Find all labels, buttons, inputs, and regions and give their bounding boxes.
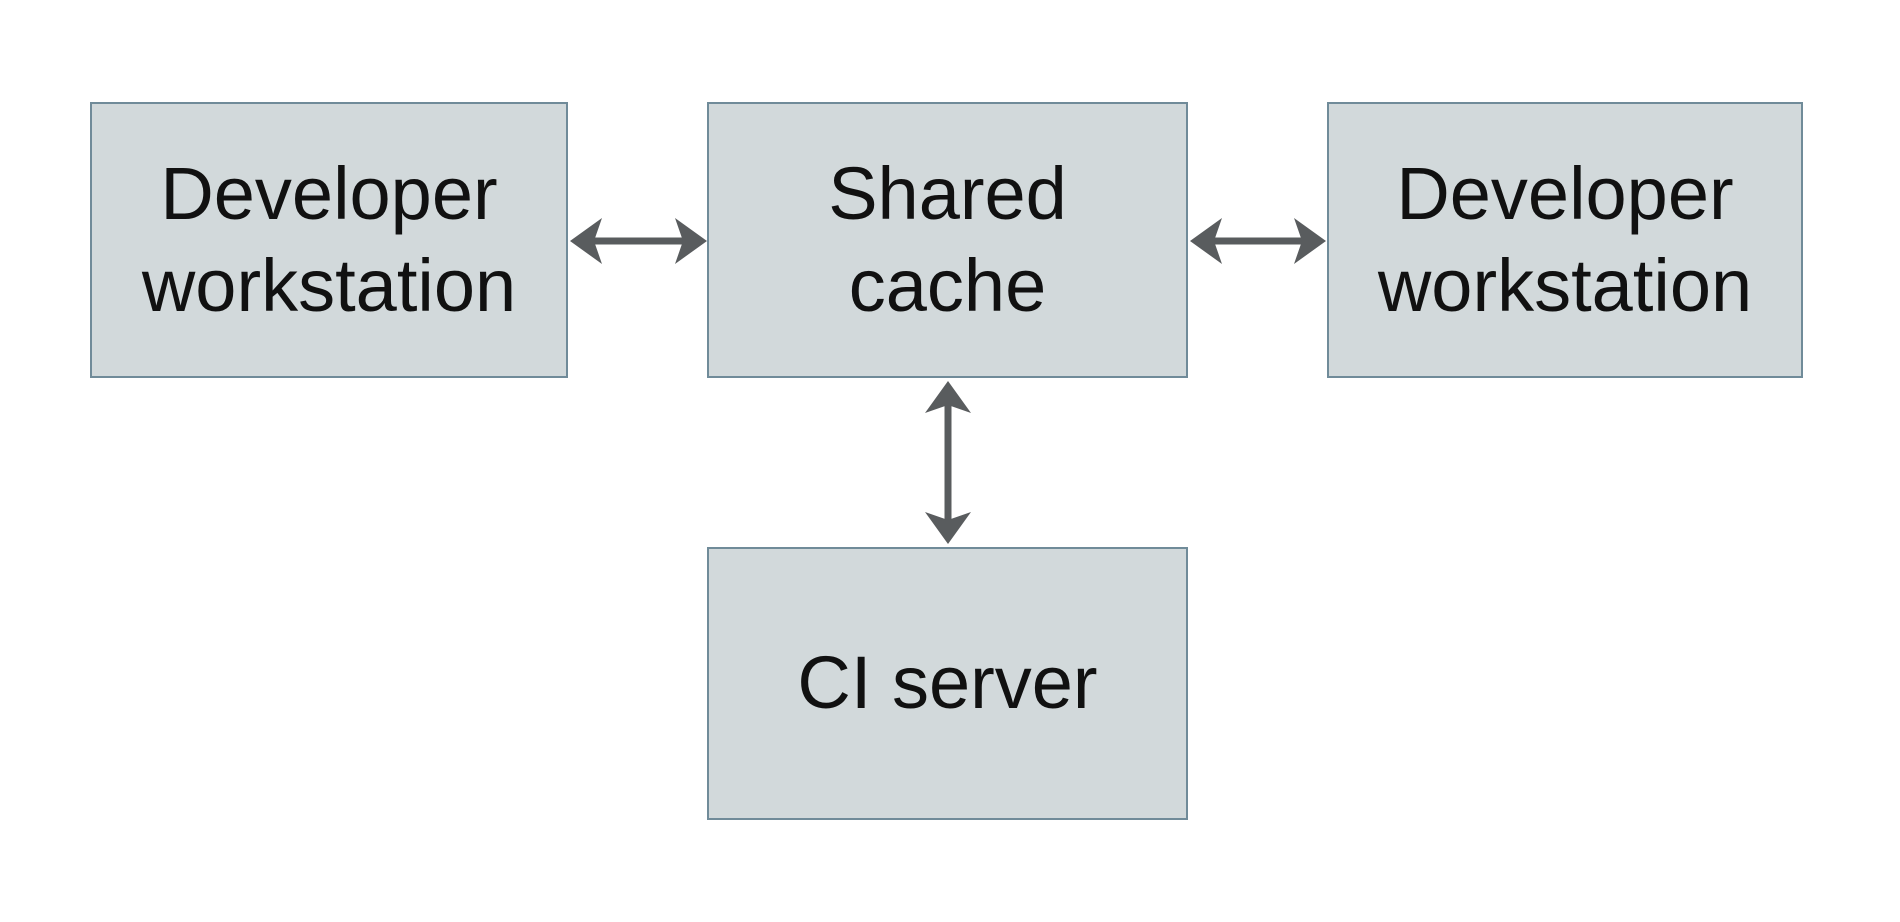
node-developer-workstation-right: Developer workstation — [1327, 102, 1803, 378]
bidirectional-arrow-left — [570, 218, 707, 264]
bidirectional-arrow-right — [1190, 218, 1326, 264]
node-label: Shared cache — [828, 151, 1067, 328]
node-label: Developer workstation — [1377, 151, 1753, 328]
node-ci-server: CI server — [707, 547, 1188, 820]
node-label: CI server — [797, 641, 1098, 725]
node-developer-workstation-left: Developer workstation — [90, 102, 568, 378]
node-label: Developer workstation — [141, 151, 517, 328]
bidirectional-arrow-vertical — [925, 381, 971, 544]
node-shared-cache: Shared cache — [707, 102, 1188, 378]
